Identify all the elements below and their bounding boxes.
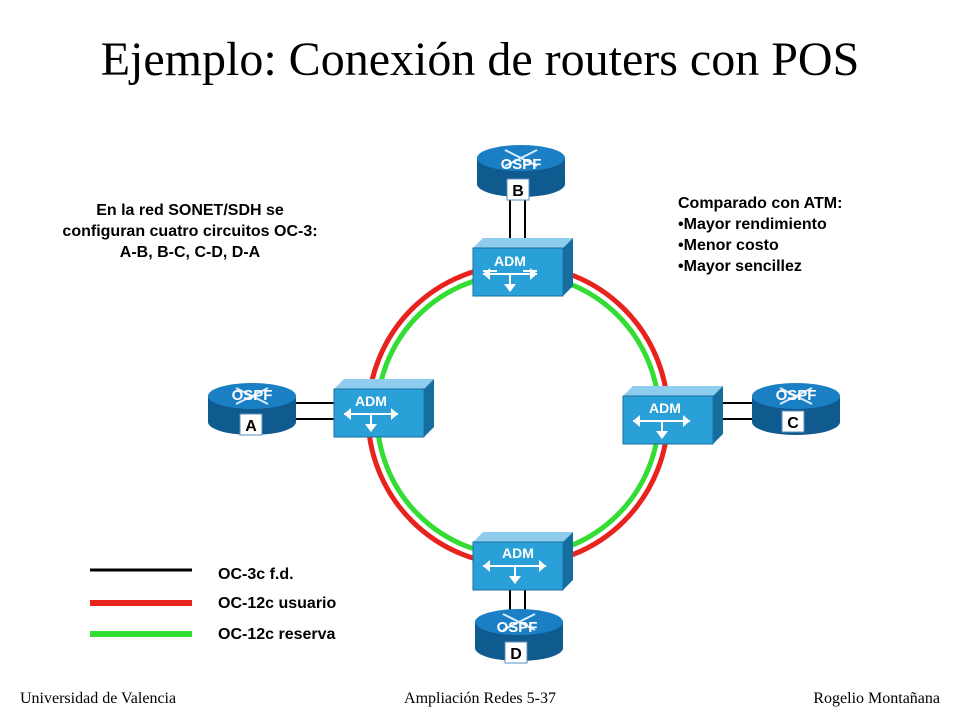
router-name: A	[245, 418, 257, 435]
router-name: D	[510, 646, 522, 663]
router-name: C	[787, 415, 799, 432]
adm-label: ADM	[502, 545, 534, 561]
adm-top: ADM	[472, 238, 573, 297]
sonet-circuits-note: En la red SONET/SDH se configuran cuatro…	[20, 200, 360, 263]
comparison-list: Mayor rendimiento Menor costo Mayor senc…	[678, 214, 938, 277]
router-protocol: OSPF	[232, 387, 273, 404]
legend-label: OC-3c f.d.	[218, 566, 294, 583]
router-b: OSPF B	[477, 145, 565, 201]
router-a: OSPF A	[208, 383, 296, 436]
adm-right: ADM	[622, 386, 723, 445]
atm-comparison-note: Comparado con ATM: Mayor rendimiento Men…	[678, 193, 938, 277]
legend-label: OC-12c reserva	[218, 626, 336, 643]
note-line: En la red SONET/SDH se	[96, 202, 284, 219]
legend-label: OC-12c usuario	[218, 595, 337, 612]
router-c: OSPF C	[752, 383, 840, 435]
adm-label: ADM	[355, 393, 387, 409]
router-protocol: OSPF	[776, 387, 817, 404]
adm-label: ADM	[649, 400, 681, 416]
comparison-item: Mayor rendimiento	[678, 214, 938, 235]
router-protocol: OSPF	[497, 619, 538, 636]
adm-label: ADM	[494, 253, 526, 269]
slide-title: Ejemplo: Conexión de routers con POS	[100, 33, 860, 86]
adm-bottom: ADM	[472, 532, 573, 591]
comparison-item: Menor costo	[678, 235, 938, 256]
comparison-heading: Comparado con ATM:	[678, 195, 843, 212]
router-name: B	[512, 183, 524, 200]
note-line: configuran cuatro circuitos OC-3:	[62, 223, 318, 240]
comparison-item: Mayor sencillez	[678, 256, 938, 277]
footer-institution: Universidad de Valencia	[20, 690, 177, 707]
footer-author: Rogelio Montañana	[813, 690, 940, 707]
note-line: A-B, B-C, C-D, D-A	[119, 244, 261, 261]
router-protocol: OSPF	[501, 156, 542, 173]
adm-left: ADM	[333, 379, 434, 438]
footer-slide-ref: Ampliación Redes 5-37	[404, 690, 556, 707]
router-d: OSPF D	[475, 609, 563, 664]
